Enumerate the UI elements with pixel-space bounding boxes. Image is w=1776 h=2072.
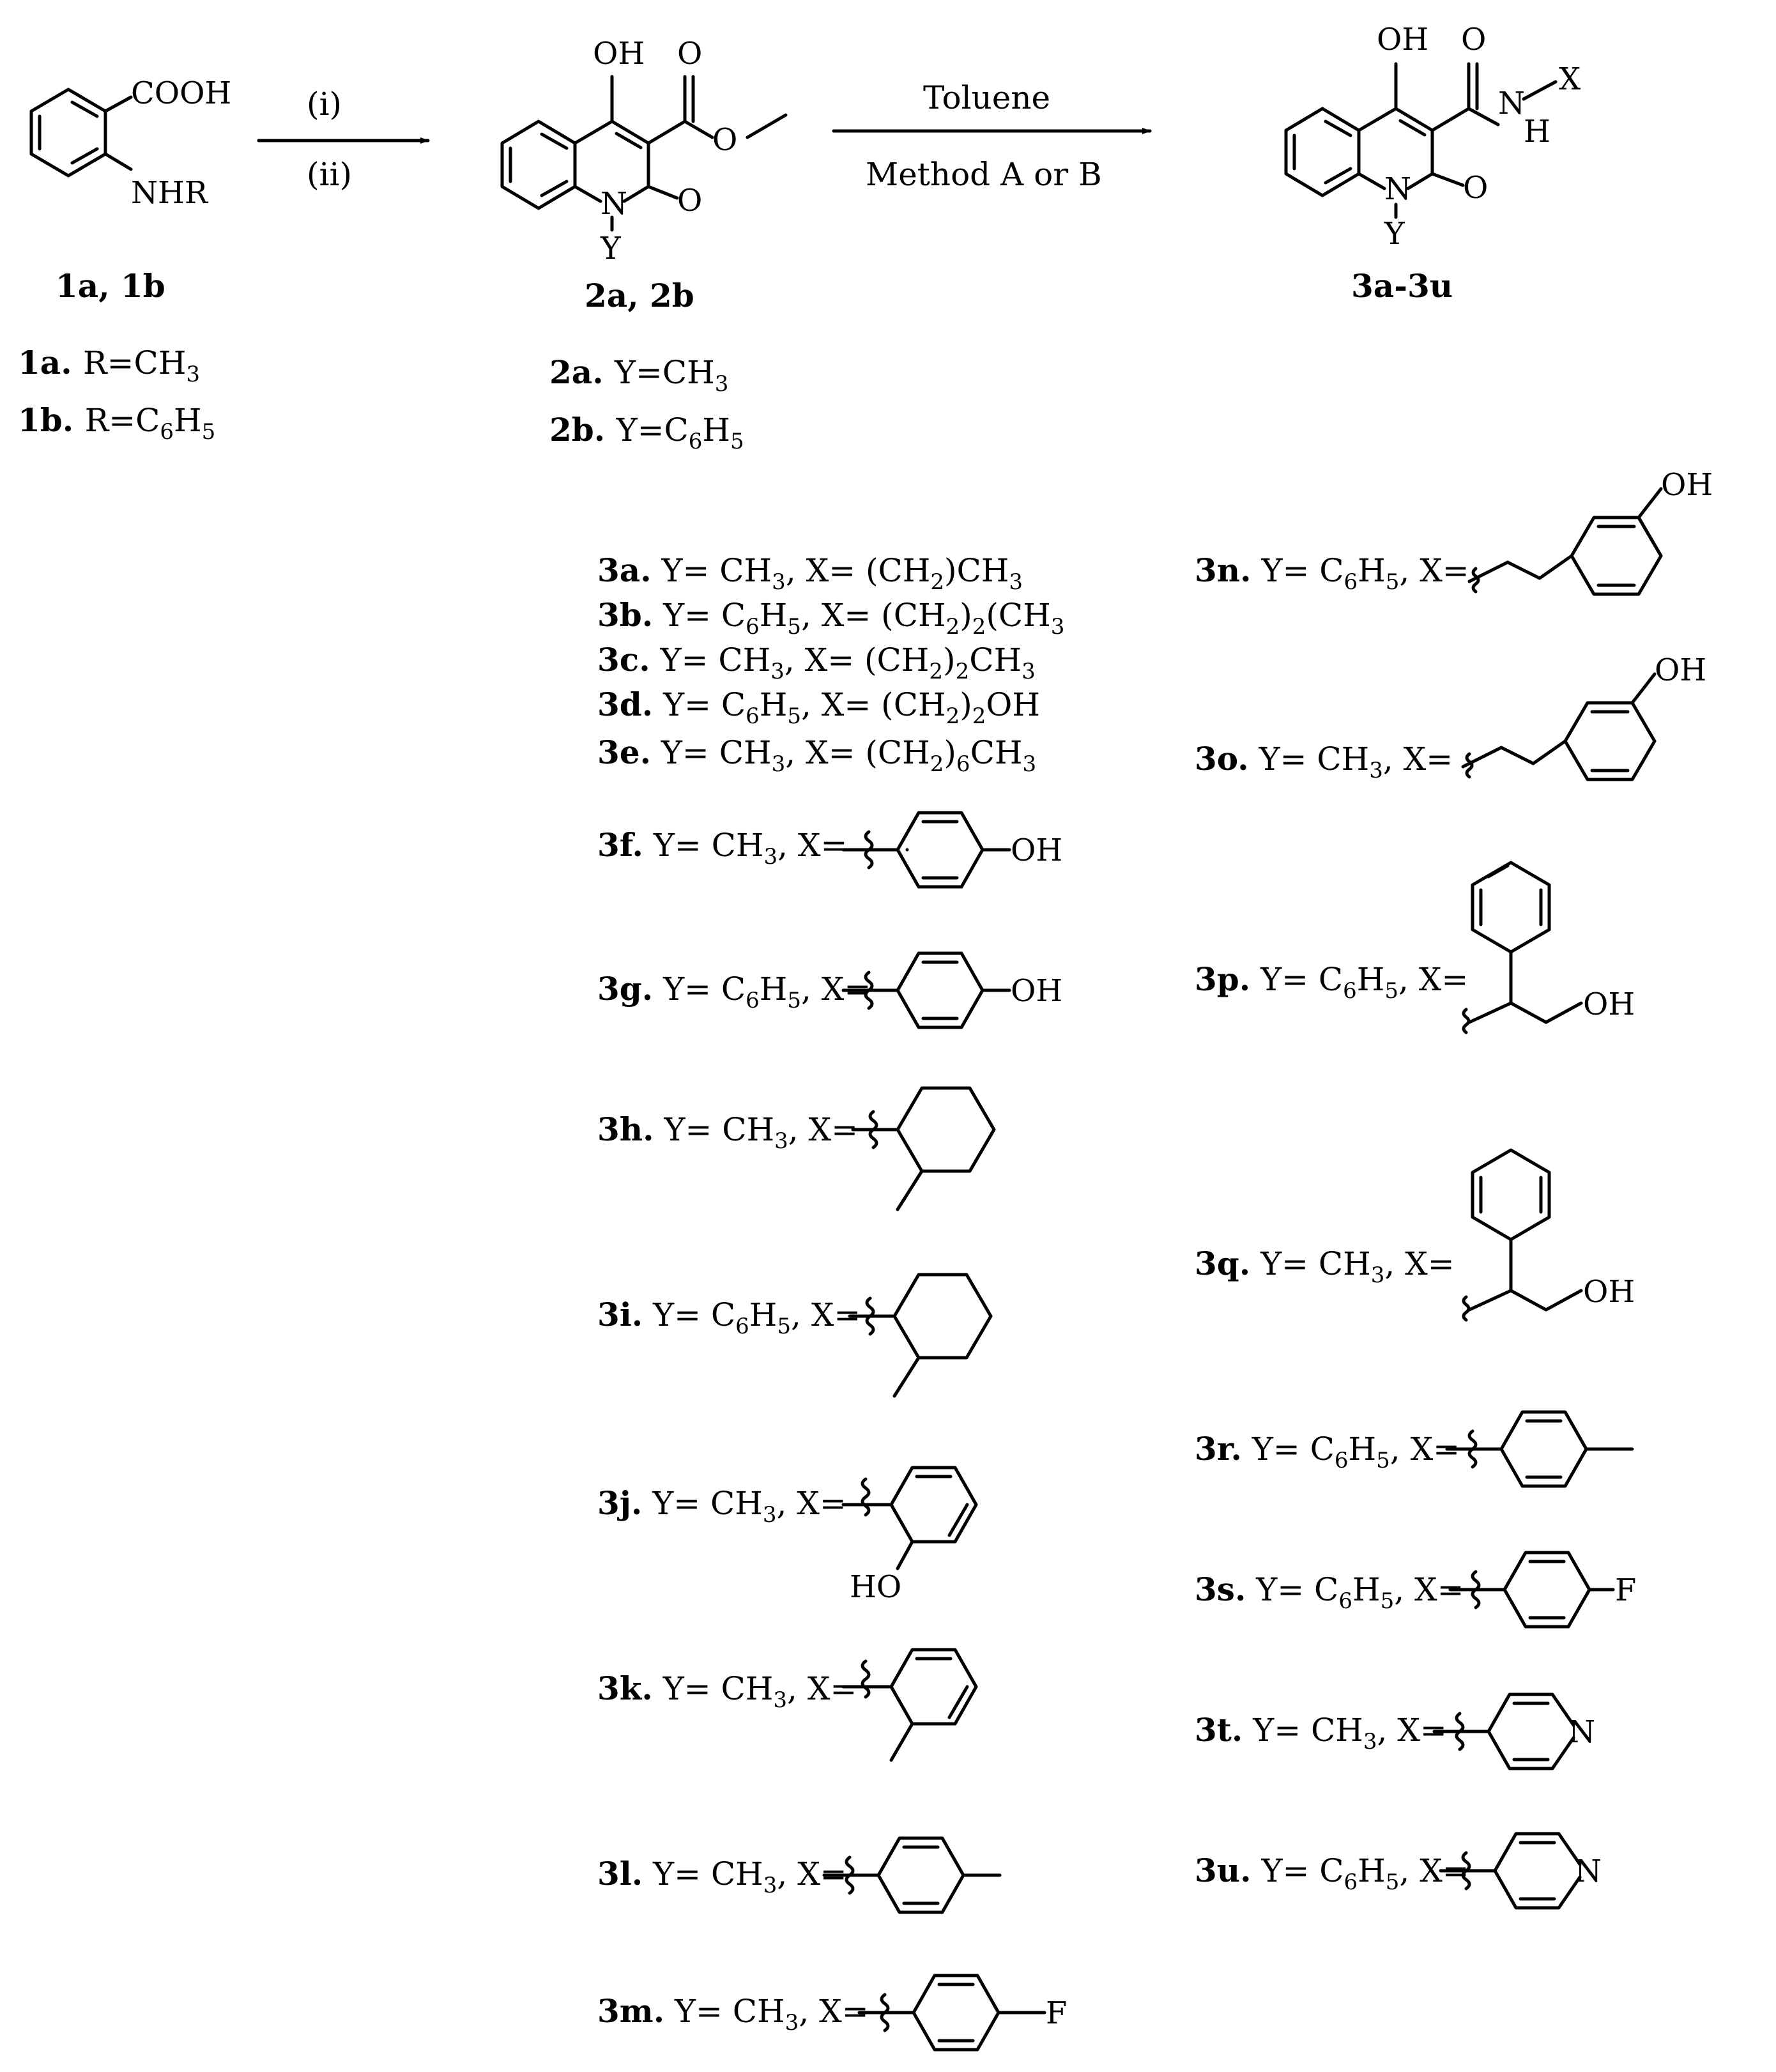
compound-1-label: 1a, 1b (56, 267, 165, 305)
substituent-3s: F (1448, 1551, 1636, 1629)
substituent-3o-atom: OH (1655, 652, 1706, 688)
substituent-3f-atom: OH (1011, 833, 1062, 868)
compound-3-ring-o: O (1463, 170, 1488, 206)
substituent-3m: F (857, 1974, 1067, 2052)
substituent-3s-atom: F (1615, 1572, 1636, 1608)
substituent-3u: N (1439, 1832, 1602, 1910)
product-3m: 3m. Y= CH3, X= (597, 1992, 869, 2036)
compound-3-carbonyl-o: O (1461, 22, 1486, 58)
step-2-method: Method A or B (866, 156, 1102, 193)
product-3q: 3q. Y= CH3, X= (1195, 1245, 1455, 1288)
substituent-3m-atom: F (1046, 1995, 1067, 2031)
substituent-3g-atom: OH (1011, 973, 1062, 1009)
product-3k: 3k. Y= CH3, X= (597, 1669, 857, 1713)
product-3b: 3b. Y= C6H5, X= (CH2)2(CH3 (597, 596, 1064, 640)
compound-3-oh: OH (1377, 22, 1428, 58)
substituent-3q: OH (1462, 1148, 1635, 1322)
compound-1b-variant: 1b. R=C6H5 (18, 401, 215, 445)
substituent-3o: OH (1461, 652, 1706, 781)
compound-2-ester-o: O (712, 122, 737, 158)
substituent-3l (822, 1836, 1002, 1914)
substituent-3n-atom: OH (1661, 467, 1713, 503)
substituent-3u-atom: N (1575, 1853, 1602, 1889)
product-3t: 3t. Y= CH3, X= (1195, 1711, 1447, 1754)
substituent-3p: OH (1462, 861, 1635, 1034)
substituent-3r (1445, 1410, 1634, 1488)
condition-i: (i) (307, 86, 342, 123)
step-2-solvent: Toluene (923, 79, 1050, 116)
product-3a: 3a. Y= CH3, X= (CH2)CH3 (597, 551, 1023, 595)
compound-3-n: N (1384, 171, 1411, 207)
compound-3-amide-h: H (1524, 114, 1550, 150)
compound-2-label: 2a, 2b (585, 277, 694, 314)
substituent-3h (851, 1086, 996, 1211)
substituent-3j-atom: HO (850, 1569, 901, 1605)
compound-3-label: 3a-3u (1351, 267, 1453, 305)
compound-1-structure: COOH NHR (29, 75, 231, 211)
condition-ii: (ii) (307, 156, 352, 193)
product-3e: 3e. Y= CH3, X= (CH2)6CH3 (597, 733, 1036, 777)
product-3r: 3r. Y= C6H5, X= (1195, 1430, 1460, 1473)
product-3f: 3f. Y= CH3, X= (597, 826, 847, 870)
product-3j: 3j. Y= CH3, X= (597, 1484, 846, 1528)
substituent-3g: OH (841, 951, 1062, 1029)
acid-group-label: COOH (131, 75, 231, 111)
compound-2-oh: OH (593, 36, 645, 72)
substituent-3t-atom: N (1568, 1714, 1595, 1750)
compound-2a-variant: 2a. Y=CH3 (549, 353, 728, 397)
compound-2-structure: OH O O O N Y (500, 36, 788, 266)
compound-2-carbonyl-o: O (677, 36, 702, 72)
amine-group-label: NHR (131, 175, 209, 211)
compound-1a-variant: 1a. R=CH3 (18, 344, 200, 387)
product-3i: 3i. Y= C6H5, X= (597, 1296, 861, 1339)
compound-2b-variant: 2b. Y=C6H5 (549, 411, 744, 454)
product-3o: 3o. Y= CH3, X= (1195, 740, 1453, 783)
compound-2-ring-o: O (677, 183, 702, 219)
product-3l: 3l. Y= CH3, X= (597, 1855, 847, 1898)
compound-3-structure: OH O N H X O N Y (1284, 22, 1581, 252)
compound-3-x: X (1559, 61, 1581, 97)
product-3n: 3n. Y= C6H5, X= (1195, 551, 1469, 595)
compound-2-n: N (601, 186, 627, 222)
substituent-3n: OH (1467, 467, 1713, 596)
product-3u: 3u. Y= C6H5, X= (1195, 1852, 1469, 1895)
product-3g: 3g. Y= C6H5, X= (597, 970, 871, 1013)
product-3c: 3c. Y= CH3, X= (CH2)2CH3 (597, 641, 1036, 684)
substituent-3k (841, 1648, 978, 1762)
substituent-3f: OH (841, 811, 1062, 889)
product-3d: 3d. Y= C6H5, X= (CH2)2OH (597, 686, 1040, 729)
substituent-3i (848, 1273, 993, 1398)
substituent-3q-atom: OH (1583, 1274, 1635, 1310)
product-3p: 3p. Y= C6H5, X= (1195, 960, 1468, 1004)
compound-2-y: Y (600, 231, 622, 266)
substituent-3p-atom: OH (1583, 986, 1635, 1022)
product-3h: 3h. Y= CH3, X= (597, 1110, 858, 1154)
substituent-3j: HO (841, 1466, 978, 1605)
compound-3-amide-n: N (1498, 86, 1525, 121)
compound-3-y: Y (1384, 216, 1405, 252)
substituent-3t: N (1432, 1692, 1595, 1770)
product-3s: 3s. Y= C6H5, X= (1195, 1570, 1464, 1614)
